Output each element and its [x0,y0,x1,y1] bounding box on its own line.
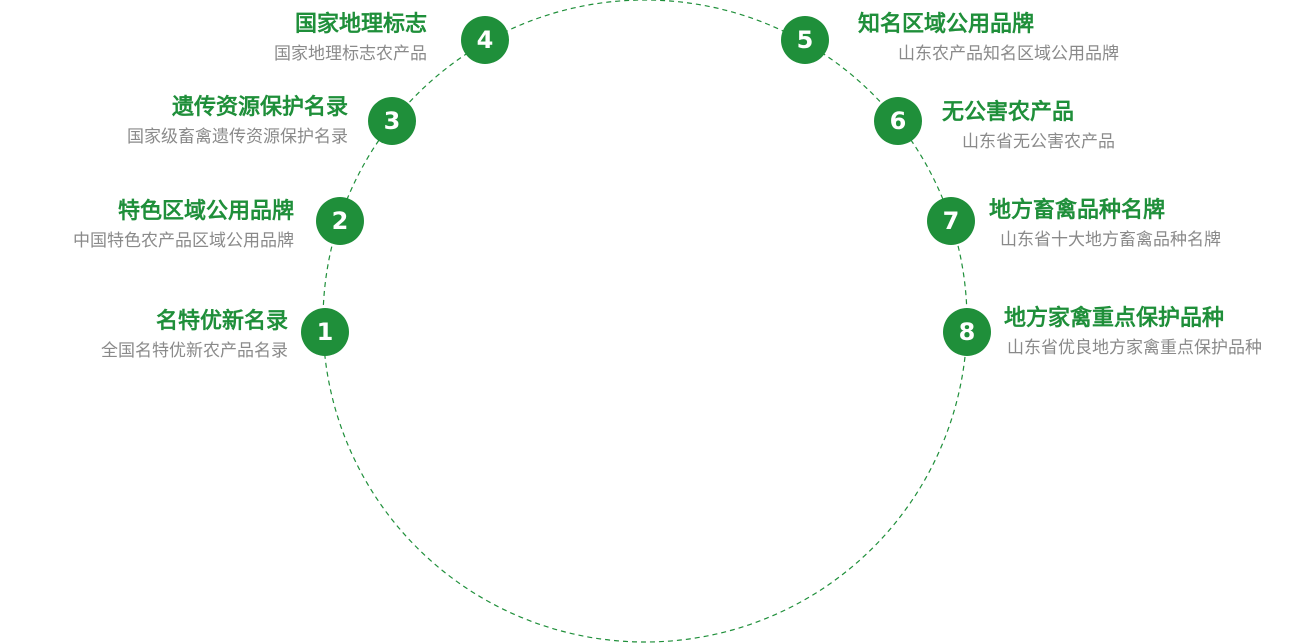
step-5-label: 知名区域公用品牌 山东农产品知名区域公用品牌 [858,11,1119,65]
step-3-badge: 3 [368,97,416,145]
step-8-label: 地方家禽重点保护品种 山东省优良地方家禽重点保护品种 [1004,305,1262,359]
step-4-label: 国家地理标志 国家地理标志农产品 [274,11,427,65]
step-3-label: 遗传资源保护名录 国家级畜禽遗传资源保护名录 [127,94,348,148]
step-4-subtitle: 国家地理标志农产品 [274,44,427,63]
step-8-title: 地方家禽重点保护品种 [1004,305,1225,330]
step-2-title: 特色区域公用品牌 [117,198,294,223]
step-6-subtitle: 山东省无公害农产品 [962,132,1115,151]
step-6-label: 无公害农产品 山东省无公害农产品 [942,99,1115,153]
step-4-title: 国家地理标志 [294,11,427,36]
step-3-title: 遗传资源保护名录 [171,94,348,119]
step-1-subtitle: 全国名特优新农产品名录 [101,341,288,360]
step-4-badge: 4 [461,16,509,64]
step-7-subtitle: 山东省十大地方畜禽品种名牌 [1000,230,1221,249]
step-7-label: 地方畜禽品种名牌 山东省十大地方畜禽品种名牌 [989,197,1221,251]
step-3-subtitle: 国家级畜禽遗传资源保护名录 [127,127,348,146]
step-2-subtitle: 中国特色农产品区域公用品牌 [73,231,294,250]
step-6-badge: 6 [874,97,922,145]
step-6-title: 无公害农产品 [942,99,1075,124]
dashed-ring-path [322,0,968,643]
step-7-badge: 7 [927,197,975,245]
step-8-subtitle: 山东省优良地方家禽重点保护品种 [1007,338,1262,357]
step-2-label: 特色区域公用品牌 中国特色农产品区域公用品牌 [73,198,294,252]
step-2-badge: 2 [316,197,364,245]
step-1-label: 名特优新名录 全国名特优新农产品名录 [101,308,288,362]
step-5-subtitle: 山东农产品知名区域公用品牌 [898,44,1119,63]
step-1-title: 名特优新名录 [155,308,288,333]
step-8-badge: 8 [943,308,991,356]
step-5-badge: 5 [781,16,829,64]
step-7-title: 地方畜禽品种名牌 [989,197,1166,222]
step-5-title: 知名区域公用品牌 [858,11,1035,36]
step-1-badge: 1 [301,308,349,356]
